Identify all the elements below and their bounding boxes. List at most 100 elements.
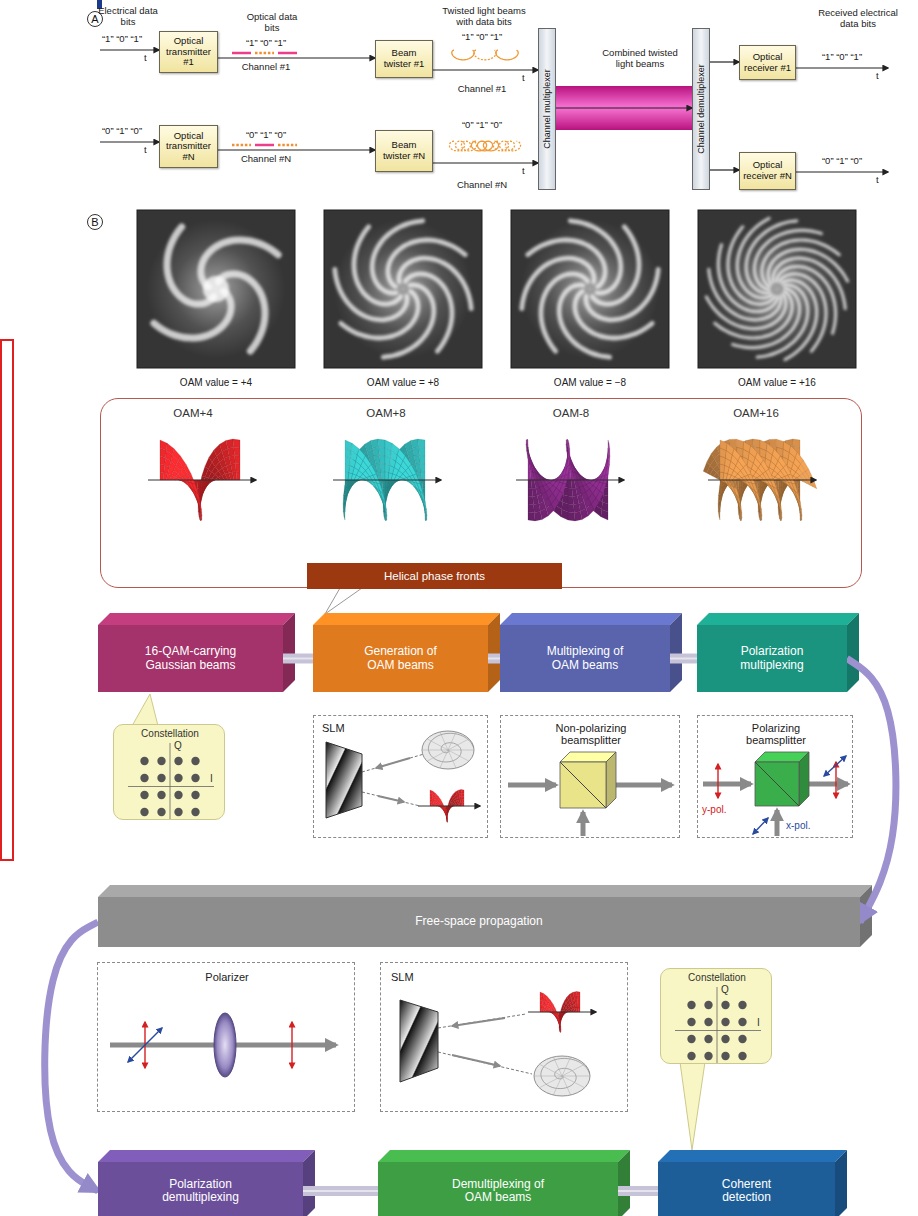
annotation: OAM value = +4 bbox=[180, 377, 252, 388]
twisted-bits bbox=[493, 141, 520, 151]
annotation: Combined twisted light beams bbox=[595, 48, 685, 69]
oam-intensity-image bbox=[511, 210, 669, 368]
node-text: Demultiplexing of OAM beams bbox=[442, 1178, 554, 1205]
arrow-line bbox=[824, 756, 846, 776]
annotation: t bbox=[522, 73, 525, 84]
arrow-line bbox=[278, 52, 297, 55]
node-text: I bbox=[757, 1017, 760, 1028]
pipe-connector bbox=[670, 654, 697, 664]
shape bbox=[606, 752, 616, 808]
pipe-connector bbox=[303, 1186, 378, 1196]
annotation: Channel #N bbox=[241, 154, 291, 165]
shape bbox=[755, 762, 799, 806]
annotation: Channel #1 bbox=[458, 84, 507, 95]
annotation: “0” “1” “0” bbox=[246, 130, 286, 141]
arrow-line bbox=[796, 67, 888, 68]
process-block: Polarization demultiplexing bbox=[98, 1162, 303, 1216]
block-faces bbox=[98, 613, 295, 692]
signal-arrow bbox=[218, 57, 375, 58]
node-text: Optical transmitter #N bbox=[162, 131, 215, 163]
annotation: t bbox=[522, 166, 525, 177]
annotation: Channel #1 bbox=[242, 62, 291, 73]
arrow-line bbox=[516, 480, 624, 481]
component-panel: SLM bbox=[313, 715, 488, 838]
node-text: Helical phase fronts bbox=[384, 570, 485, 583]
arrow-line bbox=[100, 141, 159, 142]
arrow-line bbox=[418, 806, 480, 807]
component-panel: Polarizer bbox=[97, 962, 355, 1112]
panel-a-art bbox=[97, 0, 888, 172]
node-text: y-pol. bbox=[702, 804, 726, 815]
combined-beam bbox=[556, 86, 692, 130]
pipe-highlight bbox=[670, 658, 697, 660]
block-faces bbox=[378, 1150, 630, 1216]
component-panel: SLM bbox=[380, 962, 628, 1112]
arrow-line bbox=[232, 52, 251, 55]
arrow-line bbox=[528, 1012, 596, 1013]
node-text: I bbox=[210, 773, 213, 784]
pipe-connector bbox=[488, 654, 500, 664]
constellation-plot bbox=[114, 725, 226, 821]
arrow-line bbox=[255, 144, 274, 147]
annotation: OAM value = +8 bbox=[367, 377, 439, 388]
process-block: Demultiplexing of OAM beams bbox=[378, 1162, 618, 1216]
arrow-line bbox=[362, 754, 424, 772]
node-text: Polarization demultiplexing bbox=[151, 1178, 251, 1205]
receiver-box: Optical receiver #N bbox=[739, 152, 796, 190]
arrow-line bbox=[796, 171, 888, 172]
node-text: Constellation bbox=[114, 728, 226, 739]
constellation-callout: ConstellationQI bbox=[660, 968, 772, 1064]
node-text: A bbox=[91, 13, 98, 25]
slm-symbol bbox=[400, 1000, 438, 1082]
node-text: Non-polarizing beamsplitter bbox=[531, 722, 651, 747]
constellation-plot bbox=[661, 969, 773, 1065]
transmitter-box: Optical transmitter #1 bbox=[159, 31, 218, 73]
node-text: Q bbox=[174, 740, 182, 751]
helical-phase-front bbox=[528, 992, 596, 1033]
panel-letter: B bbox=[87, 214, 103, 230]
shape bbox=[560, 762, 606, 808]
signal-arrow bbox=[710, 61, 739, 62]
block-faces bbox=[697, 613, 859, 692]
flow-arrow bbox=[847, 659, 896, 923]
node-text: Beam twister #N bbox=[378, 140, 430, 161]
helical-phase-front bbox=[148, 439, 256, 521]
annotation: Optical data bits bbox=[242, 12, 302, 33]
arrow-line bbox=[438, 1052, 532, 1074]
arrow-line bbox=[717, 764, 718, 798]
shape bbox=[132, 694, 158, 726]
process-block: Generation of OAM beams bbox=[313, 625, 488, 692]
annotation: “0” “1” “0” bbox=[102, 126, 142, 137]
signal-arrow bbox=[218, 149, 375, 150]
shape bbox=[799, 752, 809, 806]
beam-arrow bbox=[556, 107, 692, 108]
arrow-line bbox=[438, 1014, 526, 1028]
shape bbox=[326, 742, 362, 818]
arrow-line bbox=[581, 812, 586, 836]
arrow-line bbox=[753, 818, 768, 834]
receiver-box: Optical receiver #1 bbox=[739, 45, 796, 80]
node-text: SLM bbox=[391, 971, 414, 983]
oam-intensity-image bbox=[324, 210, 482, 368]
arrow-line bbox=[362, 792, 420, 806]
annotation: t bbox=[144, 145, 147, 156]
node-text: Channel multiplexer bbox=[542, 69, 552, 149]
slide-frame bbox=[1, 340, 13, 860]
node-text: Beam twister #1 bbox=[378, 48, 430, 69]
process-block: Polarization multiplexing bbox=[697, 625, 847, 692]
gaussian-beam-symbol bbox=[422, 731, 474, 769]
annotation: “1” “0” “1” bbox=[822, 52, 862, 63]
annotation: Twisted light beams with data bits bbox=[434, 6, 534, 27]
twisted-bits bbox=[452, 50, 474, 60]
oam-intensity-image bbox=[698, 210, 856, 368]
twister-box: Beam twister #1 bbox=[375, 40, 433, 78]
signal-arrow bbox=[710, 169, 739, 170]
annotation: t bbox=[144, 53, 147, 64]
node-text: Free-space propagation bbox=[415, 915, 542, 928]
arrow-line bbox=[100, 49, 159, 50]
helical-phase-front bbox=[703, 439, 817, 521]
node-text: OAM+16 bbox=[733, 407, 779, 420]
node-text: SLM bbox=[322, 722, 345, 734]
annotation: “0” “1” “0” bbox=[462, 120, 502, 131]
